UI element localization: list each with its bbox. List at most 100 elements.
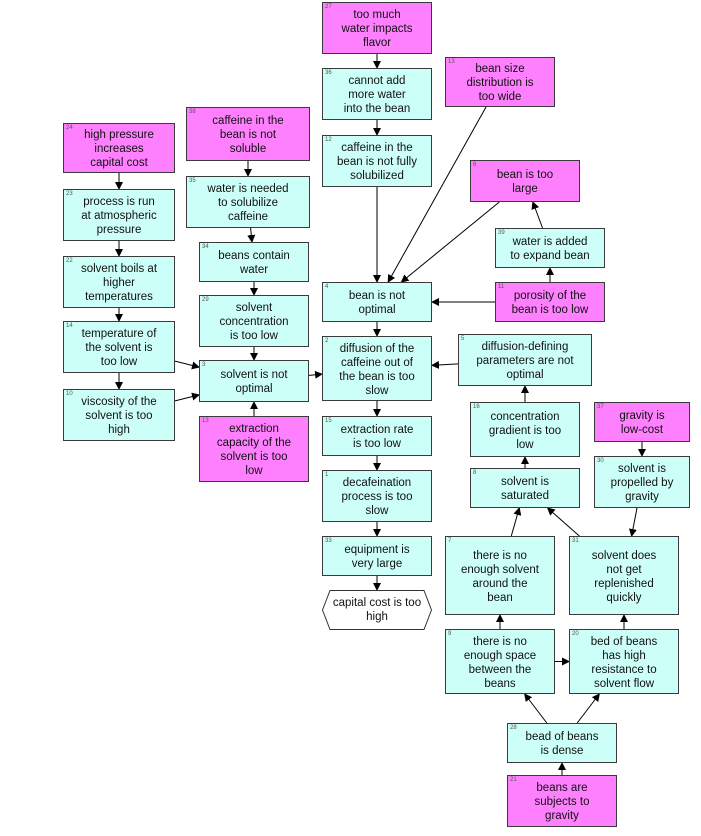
edge-n31-to-n8 (546, 507, 580, 537)
node-label: bean size distribution is too wide (466, 63, 534, 103)
node-number: 31 (572, 538, 579, 544)
node-number: 10 (66, 391, 73, 397)
node-number: 6 (473, 162, 477, 168)
node-label: too much water impacts flavor (341, 9, 413, 49)
node-number: 21 (510, 777, 517, 783)
node-n33[interactable]: 33 equipment is very large (322, 536, 432, 576)
node-number: 37 (597, 404, 604, 410)
node-label: equipment is very large (344, 544, 410, 570)
edge-n5-to-n2 (431, 360, 459, 369)
node-n30[interactable]: 30 solvent is propelled by gravity (594, 456, 690, 508)
node-n35[interactable]: 35 water is needed to solubilize caffeine (186, 176, 310, 228)
node-number: 5 (461, 336, 465, 342)
node-n39[interactable]: 39 water is added to expand bean (495, 228, 605, 268)
node-number: 11 (498, 284, 505, 290)
node-n12[interactable]: 12 caffeine in the bean is not fully solu… (322, 135, 432, 187)
node-label: gravity is low-cost (619, 410, 665, 436)
node-label: extraction rate is too low (340, 424, 414, 450)
edge-n13-to-n4 (387, 106, 487, 283)
outcome-node-capital-cost[interactable]: capital cost is too high (322, 590, 432, 630)
node-number: 3 (202, 362, 206, 368)
node-label: diffusion-defining parameters are not op… (476, 341, 574, 381)
node-label: extraction capacity of the solvent is to… (216, 423, 292, 477)
node-number: 20 (572, 631, 579, 637)
node-label: solvent does not get replenished quickly (591, 549, 657, 604)
node-n34[interactable]: 34 beans contain water (199, 242, 309, 282)
node-number: 36 (325, 70, 332, 76)
node-label: bead of beans is dense (525, 731, 599, 757)
node-n9[interactable]: 9 there is no enough space between the be… (445, 629, 555, 694)
node-n28[interactable]: 28 bead of beans is dense (507, 723, 617, 763)
node-n31[interactable]: 31 solvent does not get replenished quick… (569, 536, 679, 615)
node-number: 23 (66, 191, 73, 197)
node-n11[interactable]: 11 porosity of the bean is too low (495, 282, 605, 322)
node-number: 38 (189, 109, 196, 115)
edge-n28-to-n9 (524, 693, 548, 724)
node-label: beans contain water (218, 250, 290, 276)
node-label: water is needed to solubilize caffeine (207, 183, 289, 223)
node-label: process is run at atmospheric pressure (81, 196, 157, 236)
node-number: 33 (325, 538, 332, 544)
node-number: 22 (66, 258, 73, 264)
node-label: high pressure increases capital cost (84, 129, 154, 169)
node-number: 13 (448, 59, 455, 65)
node-n22[interactable]: 22 solvent boils at higher temperatures (63, 256, 175, 308)
node-label: porosity of the bean is too low (511, 290, 589, 316)
node-label: solvent is propelled by gravity (610, 463, 674, 503)
node-number: 8 (473, 470, 477, 476)
node-number: 30 (597, 458, 604, 464)
node-n23[interactable]: 23 process is run at atmospheric pressure (63, 189, 175, 241)
node-label: diffusion of the caffeine out of the bea… (339, 342, 415, 397)
node-number: 27 (325, 4, 332, 10)
node-number: 16 (473, 404, 480, 410)
node-label: caffeine in the bean is not soluble (212, 115, 284, 155)
edge-n3-to-n2 (308, 370, 323, 379)
node-number: 28 (510, 725, 517, 731)
node-n37[interactable]: 37 gravity is low-cost (594, 402, 690, 442)
node-label: solvent is not optimal (220, 369, 288, 395)
node-n27[interactable]: 27 too much water impacts flavor (322, 2, 432, 54)
edge-n7-to-n8 (510, 507, 522, 537)
node-label: solvent boils at higher temperatures (80, 263, 158, 303)
node-number: 35 (189, 178, 196, 184)
node-n13[interactable]: 13 bean size distribution is too wide (445, 57, 555, 107)
edge-n39-to-n6 (531, 201, 544, 229)
node-label: bean is not optimal (348, 290, 406, 316)
node-number: 12 (325, 137, 332, 143)
node-n21[interactable]: 21 beans are subjects to gravity (507, 775, 617, 827)
node-n24[interactable]: 24 high pressure increases capital cost (63, 123, 175, 173)
node-label: there is no enough space between the bea… (463, 635, 537, 690)
node-label: caffeine in the bean is not fully solubi… (337, 142, 417, 182)
node-label: beans are subjects to gravity (534, 782, 590, 822)
node-n38[interactable]: 38 caffeine in the bean is not soluble (186, 107, 310, 161)
node-label: bed of beans has high resistance to solv… (590, 635, 658, 690)
outcome-label: capital cost is too high (332, 597, 422, 623)
node-label: temperature of the solvent is too low (81, 328, 157, 368)
node-n3[interactable]: 3 solvent is not optimal (199, 360, 309, 402)
node-label: water is added to expand bean (510, 236, 590, 262)
edge-n28-to-n20 (576, 693, 600, 724)
node-n5[interactable]: 5 diffusion-defining parameters are not o… (458, 334, 592, 386)
node-number: 39 (498, 230, 505, 236)
node-number: 24 (66, 125, 73, 131)
node-number: 34 (202, 244, 209, 250)
node-n20[interactable]: 20 bed of beans has high resistance to so… (569, 629, 679, 694)
hexagon-shape (322, 590, 432, 630)
edge-n30-to-n31 (628, 507, 638, 537)
node-number: 9 (448, 631, 452, 637)
node-number: 1 (325, 472, 329, 478)
